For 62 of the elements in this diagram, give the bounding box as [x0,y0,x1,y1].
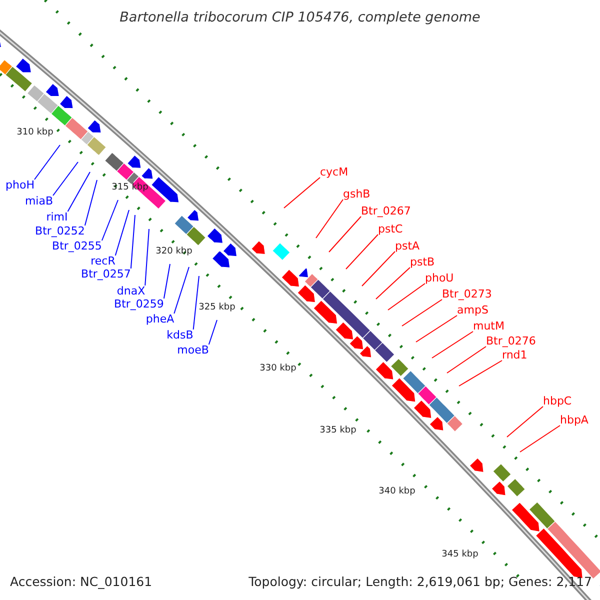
gene-label: pstB [410,256,435,268]
gene-label: pstC [378,224,403,234]
scale-label: 335 kbp [320,426,356,436]
leader-line [101,200,118,241]
gene-label: Btr_0252 [35,226,85,236]
gene-label: gshB [343,188,370,200]
leader-line [163,264,170,299]
gene-label: Btr_0255 [52,240,102,252]
leader-line [402,299,442,326]
leader-line [284,177,320,208]
accession-text: Accession: NC_010161 [10,576,152,588]
gene-label: kdsB [166,330,194,340]
scale-label: 340 kbp [378,488,416,496]
leader-line [192,276,200,330]
leader-line [446,346,486,374]
leader-line [208,320,218,345]
scale-label: 325 kbp [198,304,236,312]
gene-label: Btr_0276 [486,336,536,346]
leader-line [520,425,560,452]
leader-line [174,266,190,314]
leader-line [416,315,458,342]
gene-label: hbpC [543,396,572,406]
leader-line [34,144,60,180]
gene-label: Btr_0259 [114,298,164,310]
gene-label: Btr_0273 [442,288,492,300]
leader-line [52,162,78,196]
gene-label: miaB [24,196,54,206]
title: Bartonella tribocorum CIP 105476, complete genome [120,11,480,25]
gene-label: cycM [320,166,348,178]
leader-line [67,172,90,212]
leader-line [432,331,474,358]
leader-line [346,234,378,270]
leader-line [388,283,426,310]
gene-label: dnaX [116,286,146,296]
gene-label: hbpA [560,414,588,426]
gene-label: phoH [6,180,34,190]
leader-line [506,406,544,438]
gene-label: rimI [46,212,68,222]
scale-label: 310 kbp [16,128,54,138]
genome-summary-text: Topology: circular; Length: 2,619,061 bp; Genes: 2,117 [248,576,592,588]
gene-label: Btr_0267 [361,206,411,216]
gene-label: phoU [425,272,454,284]
leader-line [328,216,362,252]
leader-line [458,360,502,386]
scale-label: 345 kbp [442,550,478,560]
gene-label: recR [90,256,116,266]
gene-label: rnd1 [502,350,528,360]
gene-label: ampS [457,304,488,316]
gene-label: moeB [177,344,209,356]
leader-line [316,199,344,238]
scale-label: 320 kbp [156,248,192,256]
gene-label: pheA [146,314,174,324]
scale-label: 330 kbp [260,364,296,374]
gene-label: Btr_0257 [81,268,131,280]
gene-label: mutM [473,320,504,332]
gene-label: pstA [395,240,420,252]
leader-line [84,180,98,226]
leader-line [362,251,396,286]
leader-line [114,210,130,256]
leader-line [130,214,136,269]
leader-line [376,267,410,300]
leader-line [144,228,150,286]
